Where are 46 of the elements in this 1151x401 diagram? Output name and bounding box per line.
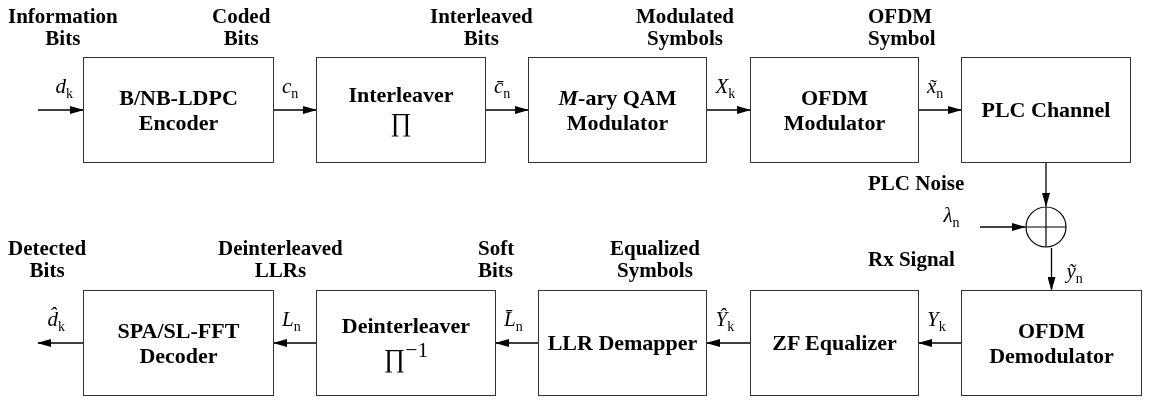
arrow: [1042, 162, 1050, 207]
permutation-symbol: ∏: [390, 107, 412, 138]
signal-name: OFDM Symbol: [868, 5, 936, 50]
process-box: [316, 57, 486, 163]
signal-name: Rx Signal: [868, 248, 955, 271]
signal-name: Detected Bits: [8, 237, 87, 282]
block-label: Deinterleaver: [341, 312, 471, 338]
process-box: [83, 290, 274, 396]
arrow: [706, 106, 751, 114]
signal-name: Modulated Symbols: [636, 5, 734, 50]
block-label: B/NB-LDPC Encoder: [118, 84, 239, 136]
arrow: [273, 106, 317, 114]
arrow: [979, 223, 1026, 231]
permutation-symbol: ∏$^{−1}$: [383, 337, 429, 374]
process-box: [528, 57, 707, 163]
arrow: [706, 339, 751, 347]
arrow: [918, 339, 962, 347]
signal-name: Information Bits: [8, 5, 118, 50]
process-box: [961, 290, 1142, 396]
signal-name: Deinterleaved LLRs: [218, 237, 343, 282]
arrow: [37, 339, 84, 347]
block-label: M-ary QAM Modulator: [557, 84, 678, 136]
arrow: [485, 106, 529, 114]
block-label: ZF Equalizer: [772, 330, 897, 356]
signal-name: Interleaved Bits: [430, 5, 533, 50]
arrow: [1047, 247, 1056, 291]
signal-name: Equalized Symbols: [610, 237, 700, 282]
process-box: [316, 290, 496, 396]
arrow: [273, 339, 317, 347]
arrow: [918, 106, 962, 114]
arrow: [495, 339, 539, 347]
process-box: [750, 290, 919, 396]
block-label: Interleaver: [348, 82, 454, 108]
block-label: SPA/SL-FFT Decoder: [116, 317, 241, 369]
signal-name: Soft Bits: [478, 237, 515, 282]
process-box: [538, 290, 707, 396]
block-label: OFDM Demodulator: [988, 317, 1115, 369]
process-box: [961, 57, 1131, 163]
process-box: [83, 57, 274, 163]
signal-name: Coded Bits: [212, 5, 271, 50]
block-label: LLR Demapper: [547, 330, 698, 356]
process-box: [750, 57, 919, 163]
signal-name: PLC Noise: [868, 172, 965, 195]
block-label: OFDM Modulator: [782, 84, 887, 136]
block-label: PLC Channel: [981, 97, 1111, 123]
arrow: [37, 106, 84, 114]
